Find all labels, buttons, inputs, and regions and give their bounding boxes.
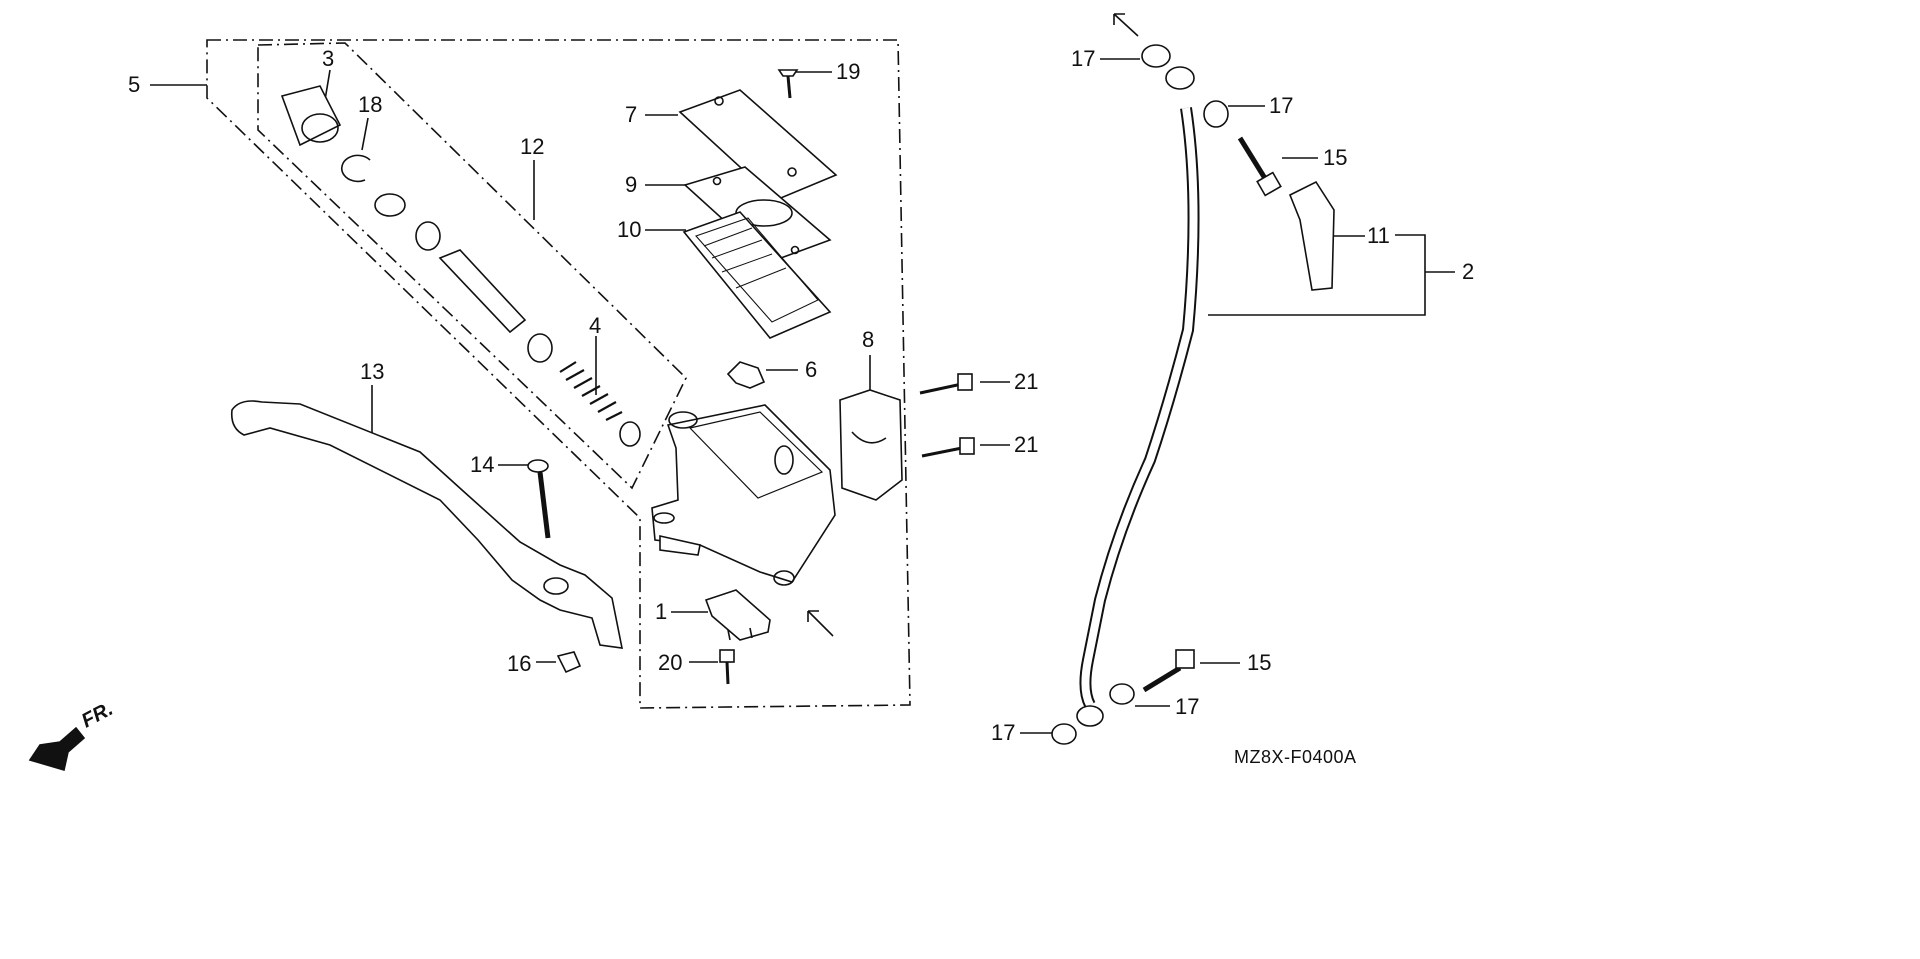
callout-3: 3 [322,46,335,71]
callout-1: 1 [655,599,668,624]
brake-switch [704,589,771,641]
callout-4: 4 [589,313,602,338]
master-cylinder-body [651,404,836,583]
callout-8: 8 [862,327,875,352]
assembly-outline-inner [257,42,687,490]
callout-9: 9 [625,172,638,197]
callout-21-upper: 21 [1014,369,1039,394]
piston [438,249,527,334]
brake-lever [230,400,624,649]
callout-14: 14 [470,452,495,477]
callout-19: 19 [836,59,861,84]
callout-2: 2 [1462,259,1475,284]
parts-diagram [28,13,1455,772]
diaphragm [682,211,832,339]
callout-15-upper: 15 [1323,145,1348,170]
callout-13: 13 [360,359,385,384]
callout-7: 7 [625,102,638,127]
callout-11: 11 [1367,223,1390,248]
callout-17-bottom-left: 17 [991,720,1016,745]
callout-17-bottom-right: 17 [1175,694,1200,719]
assembly-outline [206,39,911,709]
circlip [340,154,371,183]
front-arrow [28,726,86,772]
callout-18: 18 [358,92,383,117]
pivot-nut [556,651,582,674]
callout-21-lower: 21 [1014,432,1039,457]
callout-17-top-left: 17 [1071,46,1096,71]
callout-5: 5 [128,72,141,97]
callout-16: 16 [507,651,532,676]
callout-6: 6 [805,357,818,382]
callout-20: 20 [658,650,683,675]
callout-15-lower: 15 [1247,650,1272,675]
callout-12: 12 [520,134,545,159]
callout-17-top-right: 17 [1269,93,1294,118]
hose-bracket [1208,234,1455,316]
clip [726,361,766,389]
holder [839,389,903,501]
diagram-code: MZ8X-F0400A [1234,747,1357,767]
spring [559,361,623,421]
callout-10: 10 [617,217,642,242]
brake-hose [1079,107,1200,708]
banjo-fitting [1288,180,1335,291]
